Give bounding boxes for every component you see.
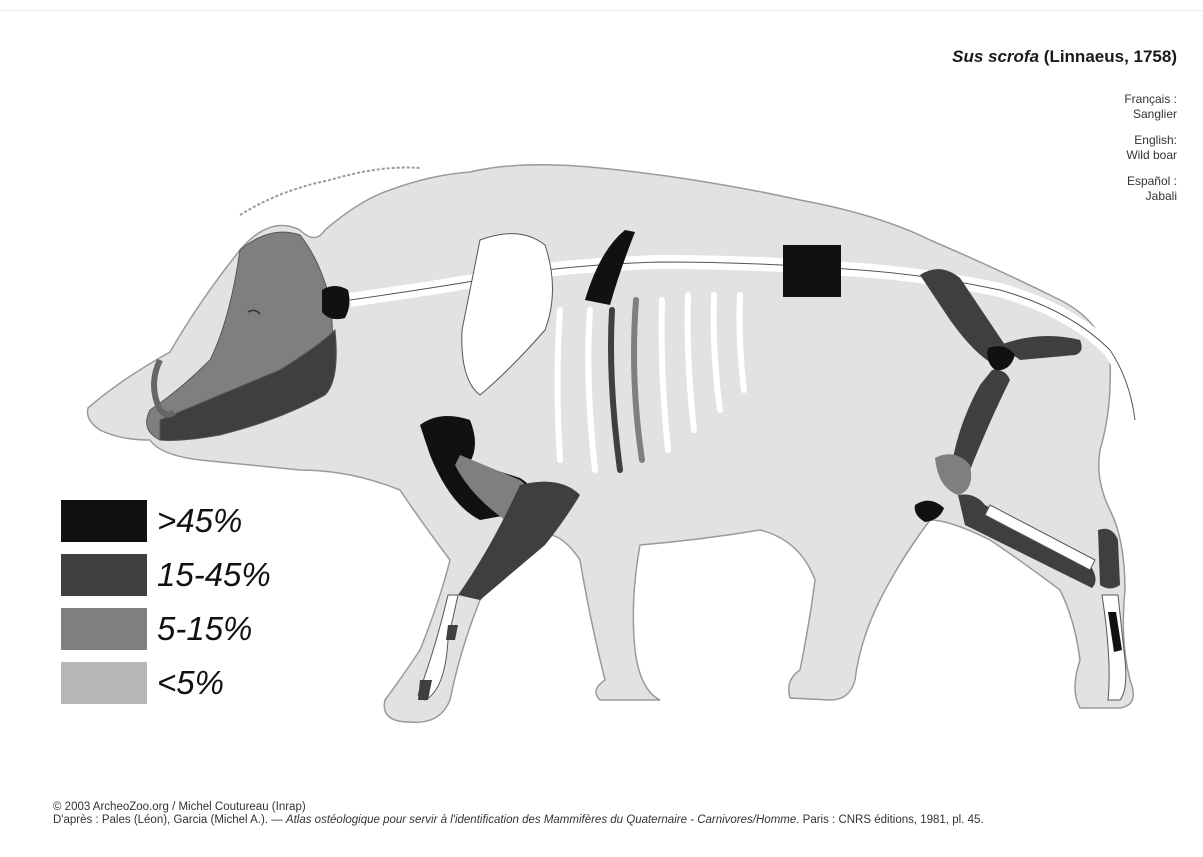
common-name: Wild boar xyxy=(1124,148,1177,163)
legend-label: <5% xyxy=(157,662,224,704)
legend-item: >45% xyxy=(61,500,321,544)
citation-publisher: . Paris : CNRS éditions, 1981, pl. 45. xyxy=(796,814,983,826)
language-label: Español : xyxy=(1124,174,1177,189)
tarsal-bone xyxy=(1098,529,1120,589)
common-name: Sanglier xyxy=(1124,107,1177,122)
atlas-vertebra xyxy=(322,286,349,319)
credits: © 2003 ArcheoZoo.org / Michel Coutureau … xyxy=(53,801,984,827)
legend-item: 5-15% xyxy=(61,608,321,652)
copyright-line: © 2003 ArcheoZoo.org / Michel Coutureau … xyxy=(53,801,984,814)
legend-label: 5-15% xyxy=(157,608,252,650)
legend-label: >45% xyxy=(157,500,242,542)
name-spanish: Español : Jabali xyxy=(1124,174,1177,204)
common-name: Jabali xyxy=(1124,189,1177,204)
species-title: Sus scrofa (Linnaeus, 1758) xyxy=(952,47,1177,67)
legend-swatch xyxy=(61,500,147,542)
language-label: Français : xyxy=(1124,92,1177,107)
citation-authors: D'après : Pales (Léon), Garcia (Michel A… xyxy=(53,814,286,826)
language-label: English: xyxy=(1124,133,1177,148)
legend-item: <5% xyxy=(61,662,321,706)
legend-label: 15-45% xyxy=(157,554,271,596)
citation-line: D'après : Pales (Léon), Garcia (Michel A… xyxy=(53,814,984,827)
common-names: Français : Sanglier English: Wild boar E… xyxy=(1124,92,1177,215)
citation-title: Atlas ostéologique pour servir à l'ident… xyxy=(286,814,796,826)
legend-swatch xyxy=(61,554,147,596)
legend-item: 15-45% xyxy=(61,554,321,598)
species-name: Sus scrofa xyxy=(952,47,1039,66)
legend-swatch xyxy=(61,662,147,704)
lumbar-vertebrae-dark xyxy=(783,245,841,297)
name-english: English: Wild boar xyxy=(1124,133,1177,163)
legend-swatch xyxy=(61,608,147,650)
name-french: Français : Sanglier xyxy=(1124,92,1177,122)
species-authority: (Linnaeus, 1758) xyxy=(1044,47,1177,66)
